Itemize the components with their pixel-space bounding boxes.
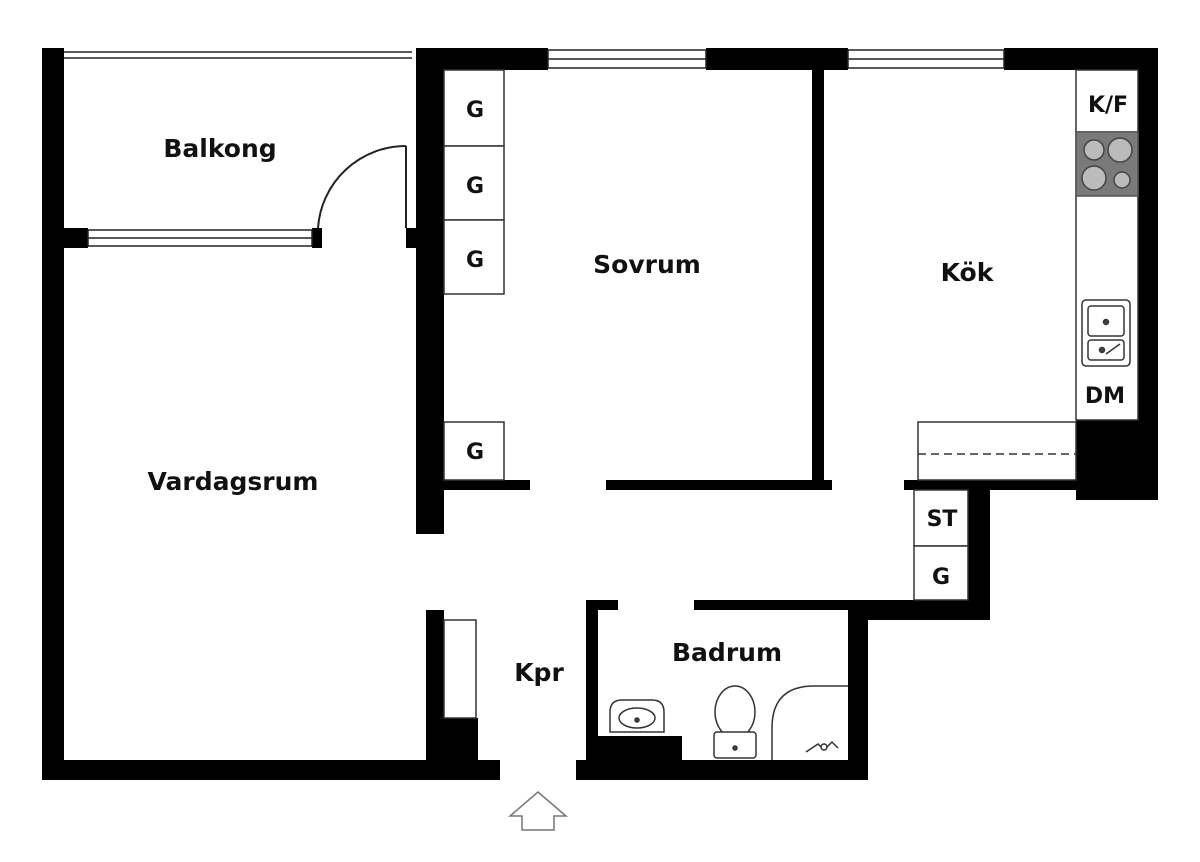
label-wardrobe-4: G xyxy=(466,440,484,465)
entrance-arrow-icon xyxy=(507,791,569,831)
label-stad: ST xyxy=(927,507,958,532)
wardrobe-3 xyxy=(443,219,505,295)
label-wardrobe-2: G xyxy=(466,174,484,199)
closet-hall-left xyxy=(443,619,477,719)
kitchen-counter xyxy=(1075,69,1139,421)
label-balkong: Balkong xyxy=(163,134,276,163)
wall-hall-closet-block xyxy=(444,718,478,770)
wardrobes xyxy=(443,69,969,719)
wall-bath-counter xyxy=(598,736,682,766)
walls xyxy=(42,48,1158,780)
shower-icon xyxy=(771,685,848,760)
wall-bathroom-left xyxy=(586,600,598,780)
bathroom-sink-icon xyxy=(609,699,665,733)
label-kpr: Kpr xyxy=(514,658,564,687)
wall-hall-lower xyxy=(426,610,444,770)
wardrobe-hall xyxy=(913,545,969,601)
wall-bedroom-bottom-a xyxy=(444,480,530,490)
wall-balcony-mid xyxy=(312,228,322,248)
wall-kitchen-bottom xyxy=(904,480,1158,490)
stove-burner-2 xyxy=(1107,137,1133,163)
wall-step-vertical xyxy=(968,490,990,620)
label-diskmaskin: DM xyxy=(1085,384,1125,409)
wall-bedroom-bottom-b xyxy=(606,480,832,490)
wall-bedroom-kitchen xyxy=(812,48,824,490)
kitchen-sink-icon xyxy=(1081,299,1131,367)
wall-step-horizontal xyxy=(866,600,990,620)
wall-top-bedroom-b xyxy=(706,48,848,70)
wardrobe-4 xyxy=(443,421,505,481)
stove-burner-3 xyxy=(1081,165,1107,191)
wall-balcony-left xyxy=(42,228,88,248)
label-wardrobe-hall: G xyxy=(932,565,950,590)
kitchen-counter-lower xyxy=(917,421,1077,481)
wall-top-bedroom-a xyxy=(416,48,548,70)
wall-living-bedroom xyxy=(416,48,444,534)
stove-burner-1 xyxy=(1083,139,1105,161)
wall-right xyxy=(1136,48,1158,500)
wall-top-kitchen xyxy=(1004,48,1158,70)
wall-bottom-left xyxy=(42,760,500,780)
wall-bathroom-top-b xyxy=(694,600,868,610)
kitchen-fixtures xyxy=(917,69,1139,481)
label-vardagsrum: Vardagsrum xyxy=(148,467,319,496)
wall-outer-left xyxy=(42,48,64,780)
label-sovrum: Sovrum xyxy=(593,250,701,279)
label-kok: Kök xyxy=(941,258,995,287)
label-kyl-frys: K/F xyxy=(1088,93,1128,118)
windows xyxy=(64,49,1005,247)
stove-burner-4 xyxy=(1113,171,1131,189)
label-badrum: Badrum xyxy=(672,638,782,667)
wall-kitchen-corner xyxy=(1076,420,1158,500)
balcony-door xyxy=(317,144,407,229)
wall-bathroom-top-a xyxy=(586,600,618,610)
toilet-icon xyxy=(713,685,757,759)
wall-bathroom-right xyxy=(848,600,868,780)
label-wardrobe-3: G xyxy=(466,248,484,273)
wardrobe-2 xyxy=(443,145,505,221)
label-wardrobe-1: G xyxy=(466,98,484,123)
bathroom-fixtures xyxy=(609,685,848,760)
wardrobe-st xyxy=(913,489,969,547)
wardrobe-1 xyxy=(443,69,505,147)
